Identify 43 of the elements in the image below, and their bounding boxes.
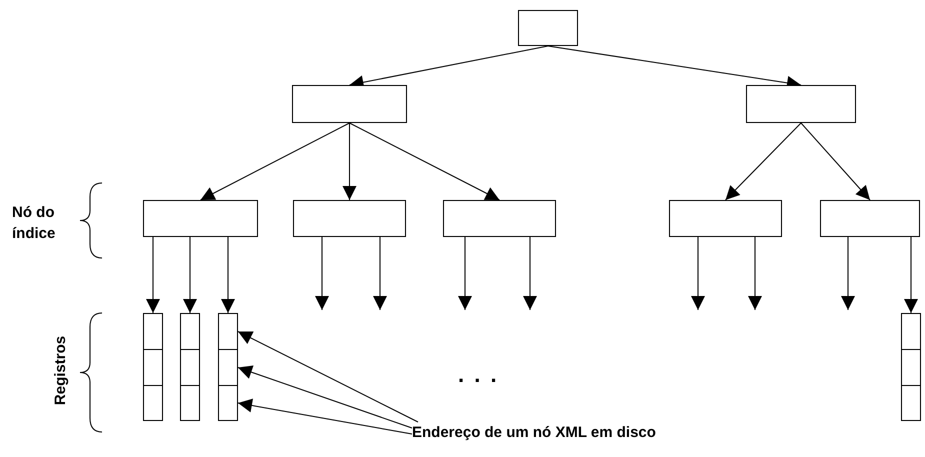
arrow: [146, 236, 160, 314]
record-cell: [143, 385, 163, 421]
tree-node-box: [292, 85, 407, 123]
arrow: [841, 236, 855, 310]
annotation-text: Endereço de um nó XML em disco: [412, 424, 656, 441]
arrow: [200, 122, 350, 200]
tree-node-box: [820, 200, 920, 237]
arrow: [800, 122, 870, 200]
arrow: [183, 236, 197, 314]
record-cell: [143, 313, 163, 350]
leader-line: [238, 331, 418, 422]
tree-node-box: [293, 200, 406, 237]
record-cell: [901, 385, 921, 421]
record-cell: [901, 313, 921, 350]
leader-line: [238, 365, 412, 428]
tree-node-box: [143, 200, 258, 237]
record-cell: [901, 349, 921, 386]
arrow: [373, 236, 387, 310]
arrow: [458, 236, 472, 310]
record-cell: [180, 313, 200, 350]
arrow: [748, 236, 762, 310]
arrow: [691, 236, 705, 310]
arrow: [904, 236, 918, 314]
arrow: [725, 122, 802, 200]
tree-node-box: [746, 85, 856, 123]
record-cell: [218, 349, 238, 386]
tree-node-box: [443, 200, 556, 237]
bracket-label: Registros: [52, 336, 70, 406]
leader-line: [238, 398, 412, 434]
record-cell: [218, 313, 238, 350]
record-cell: [180, 385, 200, 421]
arrow: [349, 122, 500, 200]
record-cell: [218, 385, 238, 421]
arrow: [315, 236, 329, 310]
bracket-label: Nó do índice: [12, 203, 56, 244]
arrow: [523, 236, 537, 310]
record-cell: [143, 349, 163, 386]
arrow: [221, 236, 235, 314]
arrow: [342, 122, 356, 200]
ellipsis: . . .: [458, 362, 499, 388]
tree-node-box: [518, 10, 578, 46]
tree-node-box: [669, 200, 782, 237]
record-cell: [180, 349, 200, 386]
